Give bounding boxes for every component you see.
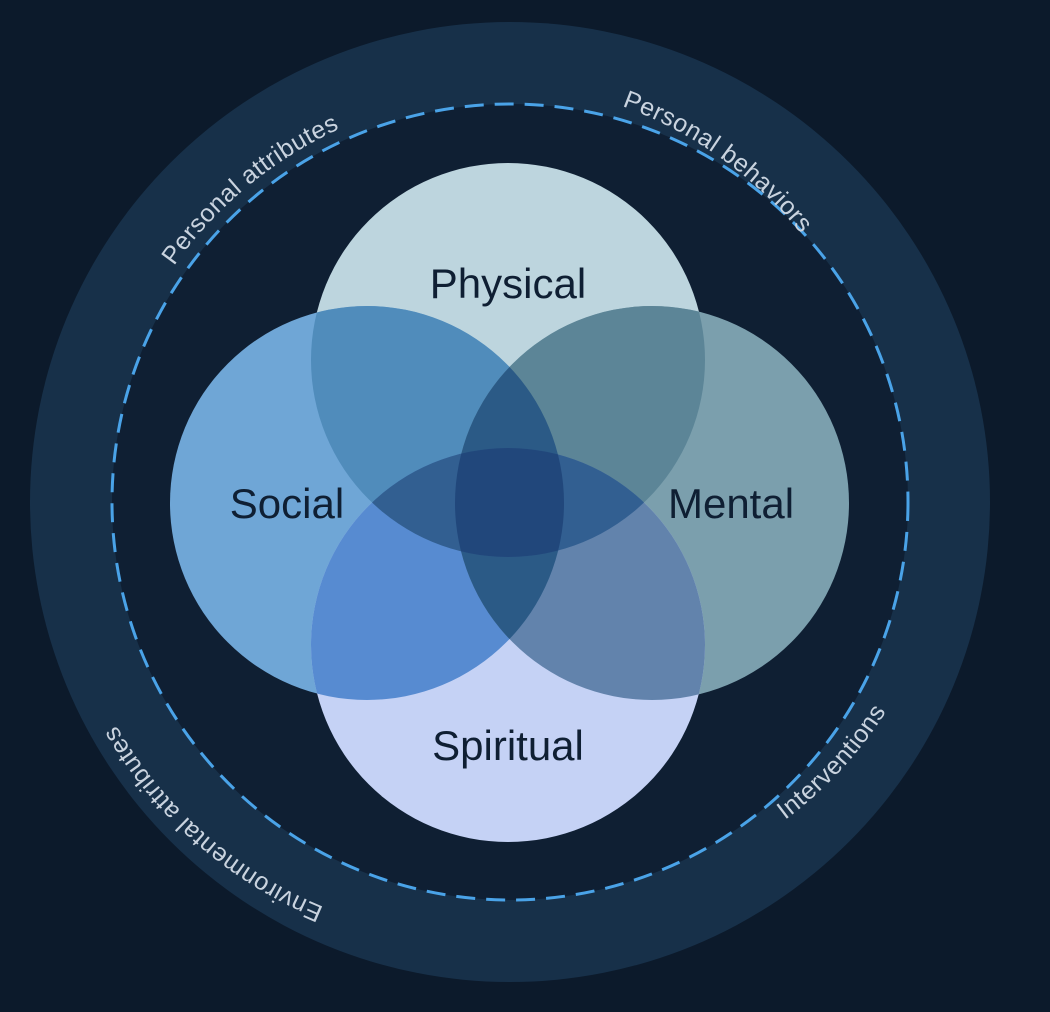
dashed-ring (110, 102, 910, 902)
label-social: Social (230, 480, 344, 527)
overlap-center (455, 448, 564, 557)
label-spiritual: Spiritual (432, 722, 584, 769)
label-mental: Mental (668, 480, 794, 527)
label-physical: Physical (430, 260, 586, 307)
